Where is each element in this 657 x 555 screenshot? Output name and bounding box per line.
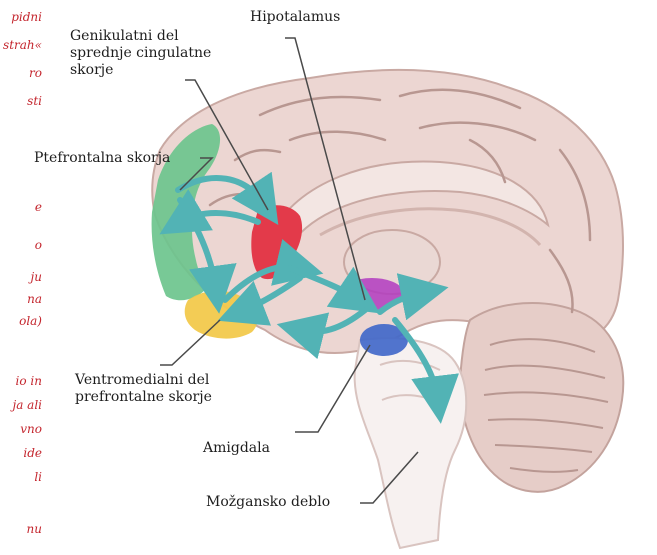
brainstem-shape [355, 338, 467, 548]
label-cingulate-line-3: skorje [70, 62, 211, 79]
cerebellum [460, 303, 623, 492]
side-text-fragment: e [0, 198, 42, 216]
label-cingulate-line-1: Genikulatni del [70, 28, 211, 45]
label-ventromedial-line-1: Ventromedialni del [75, 372, 212, 389]
side-text-fragment: li [0, 468, 42, 486]
side-text-fragment: ju [0, 268, 42, 286]
label-prefrontal: Ptefrontalna skorja [34, 150, 170, 167]
label-ventromedial: Ventromedialni del prefrontalne skorje [75, 372, 212, 406]
side-text-fragment: strah« [0, 36, 42, 54]
label-brainstem: Možgansko deblo [206, 494, 330, 511]
side-text-fragment: nu [0, 520, 42, 538]
label-amygdala: Amigdala [203, 440, 270, 457]
side-text-fragment: ola) [0, 312, 42, 330]
label-cingulate: Genikulatni del sprednje cingulatne skor… [70, 28, 211, 79]
label-cingulate-line-2: sprednje cingulatne [70, 45, 211, 62]
label-hypothalamus: Hipotalamus [250, 9, 340, 26]
side-text-fragment: ro [0, 64, 42, 82]
side-text-fragment: na [0, 290, 42, 308]
side-text-fragment: ide [0, 444, 42, 462]
side-text-fragment: io in [0, 372, 42, 390]
side-text-fragment: pidni [0, 8, 42, 26]
side-text-fragment: sti [0, 92, 42, 110]
side-text-fragment: o [0, 236, 42, 254]
label-ventromedial-line-2: prefrontalne skorje [75, 389, 212, 406]
side-text-fragment: ja ali [0, 396, 42, 414]
side-text-fragment: vno [0, 420, 42, 438]
